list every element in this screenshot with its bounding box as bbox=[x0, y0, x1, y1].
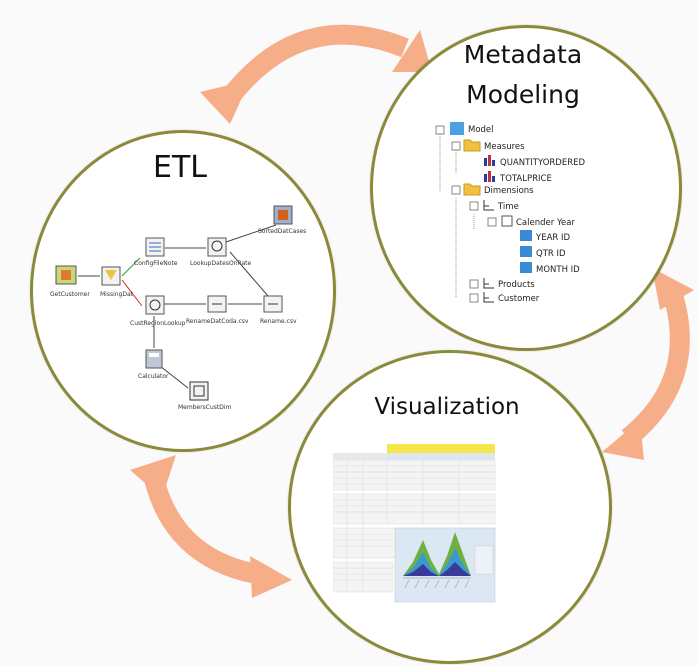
tree-dimensions[interactable]: Dimensions bbox=[451, 183, 534, 196]
tree-calendar-year[interactable]: Calender Year bbox=[487, 215, 575, 228]
visualization-title: Visualization bbox=[374, 394, 520, 420]
svg-text:Dimensions: Dimensions bbox=[484, 186, 534, 196]
etl-circle bbox=[30, 130, 336, 452]
svg-text:MissingDat: MissingDat bbox=[100, 291, 134, 298]
tree-measure-quantityordered: QUANTITYORDERED bbox=[484, 155, 585, 168]
svg-text:YEAR ID: YEAR ID bbox=[535, 233, 570, 243]
svg-text:ConfigFileNote: ConfigFileNote bbox=[134, 260, 178, 267]
svg-text:Rename.csv: Rename.csv bbox=[260, 318, 297, 325]
tree-measure-totalprice: TOTALPRICE bbox=[484, 171, 552, 184]
svg-text:MembersCustDim: MembersCustDim bbox=[178, 404, 232, 411]
svg-text:TOTALPRICE: TOTALPRICE bbox=[499, 174, 552, 184]
etl-step-missingdat: MissingDat bbox=[100, 266, 134, 298]
tree-model[interactable]: Model bbox=[435, 122, 494, 135]
etl-step-calculator: Calculator bbox=[138, 349, 169, 380]
svg-text:Customer: Customer bbox=[498, 294, 540, 304]
svg-text:QUANTITYORDERED: QUANTITYORDERED bbox=[500, 158, 585, 168]
tree-time[interactable]: Time bbox=[469, 200, 519, 212]
svg-text:Model: Model bbox=[468, 125, 494, 135]
tree-customer[interactable]: Customer bbox=[469, 292, 540, 304]
svg-text:LookupDatesOnRate: LookupDatesOnRate bbox=[190, 260, 252, 267]
svg-text:Time: Time bbox=[497, 202, 519, 212]
svg-text:Products: Products bbox=[498, 280, 535, 290]
svg-text:SortedDatCases: SortedDatCases bbox=[258, 228, 306, 235]
tree-products[interactable]: Products bbox=[469, 278, 535, 290]
arrow-metadata-visualization bbox=[602, 268, 694, 460]
etl-flow-diagram: GetCustomer MissingDat ConfigFileNote Lo… bbox=[50, 205, 306, 411]
svg-text:GetCustomer: GetCustomer bbox=[50, 291, 90, 298]
metadata-title-line2: Modeling bbox=[466, 80, 580, 109]
report-chart bbox=[394, 527, 496, 603]
etl-step-custregion: CustRegionLookup bbox=[130, 295, 186, 327]
etl-title: ETL bbox=[153, 150, 207, 185]
arrow-visualization-etl bbox=[130, 455, 292, 598]
svg-text:Calculator: Calculator bbox=[138, 373, 169, 380]
tree-qtr-id: QTR ID bbox=[520, 246, 566, 259]
metadata-title-line1: Metadata bbox=[463, 40, 583, 69]
visualization-report bbox=[333, 444, 496, 603]
svg-text:Measures: Measures bbox=[484, 142, 525, 152]
svg-text:Calender Year: Calender Year bbox=[516, 218, 575, 228]
etl-step-configfilenote: ConfigFileNote bbox=[134, 237, 178, 267]
metadata-tree: Model Measures QUANTITYORDERED TOTALPRIC… bbox=[435, 122, 585, 304]
svg-text:RenameDatCoda.csv: RenameDatCoda.csv bbox=[186, 318, 249, 325]
svg-text:CustRegionLookup: CustRegionLookup bbox=[130, 320, 186, 327]
etl-step-sorted: SortedDatCases bbox=[258, 205, 306, 235]
etl-step-rename-coda: RenameDatCoda.csv bbox=[186, 295, 249, 325]
svg-text:MONTH ID: MONTH ID bbox=[536, 265, 580, 275]
metadata-circle bbox=[370, 25, 682, 351]
etl-step-getcustomer: GetCustomer bbox=[50, 265, 90, 298]
tree-year-id: YEAR ID bbox=[520, 230, 570, 243]
etl-step-lookup: LookupDatesOnRate bbox=[190, 237, 252, 267]
svg-text:QTR ID: QTR ID bbox=[536, 249, 566, 259]
tree-measures[interactable]: Measures bbox=[451, 139, 525, 152]
tree-month-id: MONTH ID bbox=[520, 262, 580, 275]
arrow-etl-metadata bbox=[200, 24, 432, 124]
etl-step-members: MembersCustDim bbox=[178, 381, 232, 411]
etl-step-rename-csv: Rename.csv bbox=[260, 295, 297, 325]
